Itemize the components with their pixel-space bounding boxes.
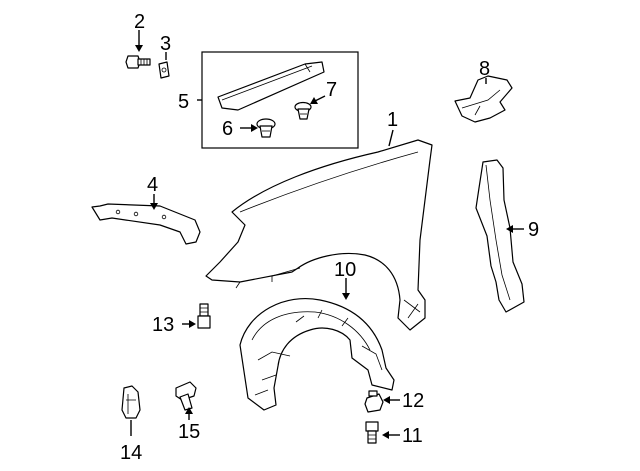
callout-10: 10	[334, 259, 356, 281]
leader-7	[310, 95, 326, 104]
part-4-bracket[interactable]	[91, 203, 201, 245]
leader-10	[342, 278, 350, 300]
part-9-seal[interactable]	[475, 159, 525, 313]
part-15-bolt[interactable]	[175, 381, 197, 411]
callout-6: 6	[222, 118, 233, 140]
part-1-fender[interactable]	[205, 139, 433, 331]
callout-9: 9	[528, 219, 539, 241]
part-13-bolt[interactable]	[197, 303, 211, 329]
callout-13: 13	[152, 314, 174, 336]
part-6-clip[interactable]	[256, 118, 276, 138]
leader-6	[240, 124, 258, 132]
callout-8: 8	[479, 58, 490, 80]
part-14-retainer[interactable]	[121, 385, 141, 419]
callout-5: 5	[178, 91, 189, 113]
callout-1: 1	[387, 109, 398, 131]
leader-9	[506, 225, 524, 233]
part-11-bolt[interactable]	[365, 421, 379, 444]
callout-12: 12	[402, 390, 424, 412]
callout-7: 7	[326, 79, 337, 101]
leader-4	[150, 194, 158, 210]
leader-12	[383, 396, 400, 404]
leader-15	[185, 407, 193, 420]
part-10-liner[interactable]	[239, 298, 395, 411]
part-12-nut[interactable]	[364, 390, 384, 413]
leader-11	[382, 431, 400, 439]
leader-13	[182, 320, 196, 328]
part-8-bracket[interactable]	[454, 75, 513, 123]
callout-2: 2	[134, 11, 145, 33]
callout-14: 14	[120, 442, 142, 464]
part-3-nut[interactable]	[158, 61, 170, 79]
part-2-bolt[interactable]	[125, 55, 151, 69]
part-7-clip[interactable]	[294, 101, 312, 120]
part-5-molding[interactable]	[217, 61, 325, 111]
callout-15: 15	[178, 421, 200, 443]
leader-1	[388, 129, 394, 147]
callout-3: 3	[160, 33, 171, 55]
callout-11: 11	[402, 425, 423, 447]
callout-4: 4	[147, 174, 158, 196]
leader-2	[135, 30, 143, 52]
